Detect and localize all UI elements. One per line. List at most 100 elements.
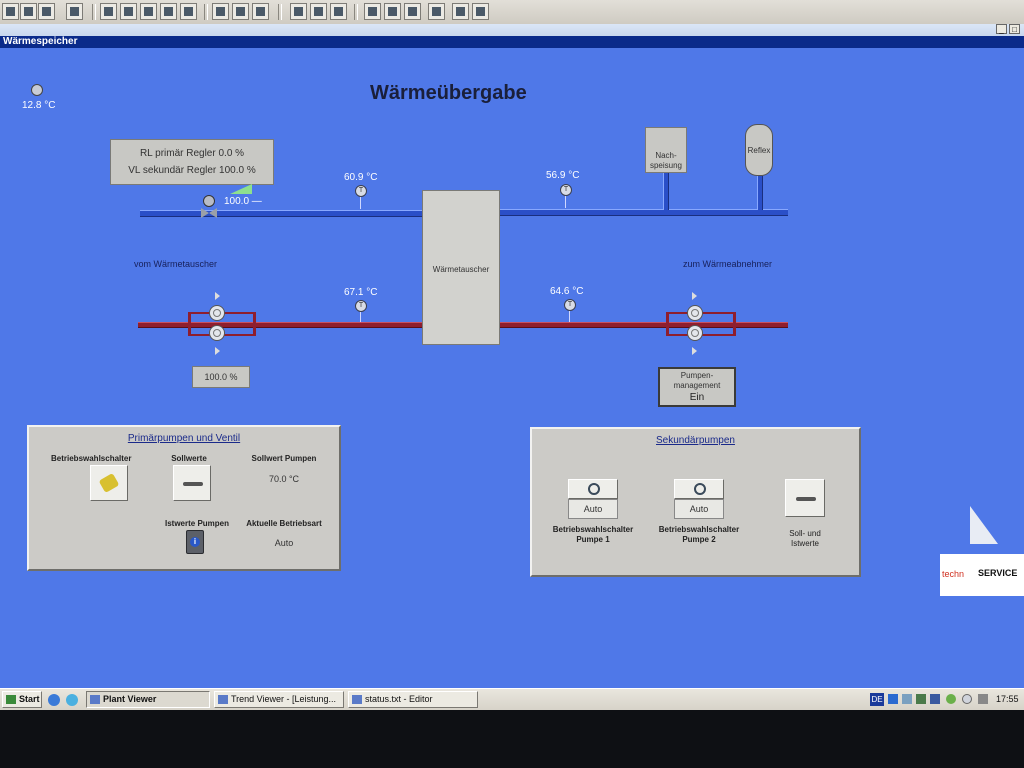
secondary-panel-title: Sekundärpumpen — [656, 435, 735, 446]
toolbar-button[interactable] — [310, 3, 327, 20]
minimize-button[interactable]: _ — [996, 24, 1007, 34]
thermometer-icon — [31, 84, 43, 96]
primary-pump-1-icon[interactable] — [209, 305, 225, 321]
maximize-button[interactable]: □ — [1009, 24, 1020, 34]
secondary-pump-2-icon[interactable] — [687, 325, 703, 341]
pump1-mode-value: Auto — [568, 499, 618, 519]
toolbar-button[interactable] — [160, 3, 177, 20]
start-label: Start — [19, 694, 40, 704]
return-pipe-left — [138, 322, 422, 328]
taskbar-item-label: Trend Viewer - [Leistung... — [231, 694, 337, 704]
main-toolbar — [0, 0, 1024, 25]
arrow-icon — [215, 347, 220, 355]
tray-icon[interactable] — [978, 694, 988, 704]
toolbar-button[interactable] — [428, 3, 445, 20]
sollwerte-button[interactable] — [173, 465, 211, 501]
ie-icon[interactable] — [48, 694, 60, 706]
start-button[interactable]: Start — [2, 691, 42, 708]
temp-primary-return: 67.1 °C — [344, 287, 378, 298]
toolbar-button[interactable] — [2, 3, 19, 20]
heat-exchanger-label: Wärmetauscher — [432, 265, 490, 274]
info-icon: i — [190, 537, 200, 547]
pumpen-mgmt-state: Ein — [689, 392, 705, 403]
toolbar-button[interactable] — [290, 3, 307, 20]
pump2-mode-button[interactable] — [674, 479, 724, 499]
tray-icon[interactable] — [902, 694, 912, 704]
thermometer-icon: T — [564, 299, 576, 311]
pumpen-mgmt-label: Pumpen- — [680, 371, 714, 380]
toolbar-button[interactable] — [140, 3, 157, 20]
to-label: zum Wärmeabnehmer — [683, 259, 773, 269]
pump1-mode-button[interactable] — [568, 479, 618, 499]
primary-pumps-panel: Primärpumpen und Ventil Betriebswahlscha… — [27, 425, 341, 571]
toolbar-button[interactable] — [472, 3, 489, 20]
rl-regler: RL primär Regler 0.0 % — [139, 148, 245, 159]
reflex-label: Reflex — [747, 146, 771, 155]
navigation-arrow-icon[interactable] — [970, 506, 998, 544]
toolbar-button[interactable] — [252, 3, 269, 20]
valve-actuator-icon[interactable] — [203, 195, 215, 207]
toolbar-button[interactable] — [212, 3, 229, 20]
arrow-icon — [692, 292, 697, 300]
pump1-label: Betriebswahlschalter — [552, 525, 634, 534]
toolbar-button[interactable] — [20, 3, 37, 20]
switch-icon — [98, 472, 120, 494]
thermometer-icon: T — [355, 300, 367, 312]
toolbar-button[interactable] — [452, 3, 469, 20]
toolbar-button[interactable] — [330, 3, 347, 20]
wrench-icon — [796, 497, 816, 501]
tray-icon[interactable] — [916, 694, 926, 704]
sollwerte-label: Sollwerte — [171, 454, 207, 463]
arrow-icon — [215, 292, 220, 300]
reflex-vessel[interactable]: Reflex — [745, 124, 773, 176]
language-indicator[interactable]: DE — [870, 693, 884, 706]
nachspeisung-tank[interactable]: Nach- speisung — [645, 127, 687, 173]
quicklaunch-icon[interactable] — [66, 694, 78, 706]
betriebsart-label: Aktuelle Betriebsart — [246, 519, 322, 528]
istwerte-label: Istwerte Pumpen — [164, 519, 229, 528]
thermometer-icon: T — [355, 185, 367, 197]
tray-icon[interactable] — [946, 694, 956, 704]
info-button[interactable]: i — [186, 530, 204, 554]
heat-exchanger[interactable]: Wärmetauscher — [422, 190, 500, 345]
pump2-label-2: Pumpe 2 — [682, 535, 716, 544]
valve-level-indicator — [230, 184, 252, 194]
wrench-icon — [183, 482, 203, 486]
soll-istwerte-button[interactable] — [785, 479, 825, 517]
toolbar-button[interactable] — [38, 3, 55, 20]
secondary-pump-1-icon[interactable] — [687, 305, 703, 321]
arrow-icon — [692, 347, 697, 355]
pump2-mode-value: Auto — [674, 499, 724, 519]
toolbar-button[interactable] — [180, 3, 197, 20]
nachspeisung-label: Nach- — [655, 151, 677, 160]
toolbar-button[interactable] — [232, 3, 249, 20]
toolbar-button[interactable] — [404, 3, 421, 20]
regler-box[interactable]: RL primär Regler 0.0 % VL sekundär Regle… — [110, 139, 274, 185]
taskbar-item-plant-viewer[interactable]: Plant Viewer — [86, 691, 210, 708]
operating-mode-button[interactable] — [90, 465, 128, 501]
monitor-bezel — [0, 710, 1024, 768]
pumpen-management-button[interactable]: Pumpen- management Ein — [658, 367, 736, 407]
rotate-icon — [694, 483, 706, 495]
taskbar-item-trend-viewer[interactable]: Trend Viewer - [Leistung... — [214, 691, 344, 708]
secondary-pumps-panel: Sekundärpumpen Auto Betriebswahlschalter… — [530, 427, 861, 577]
primary-pump-2-icon[interactable] — [209, 325, 225, 341]
toolbar-button[interactable] — [364, 3, 381, 20]
valve-icon — [201, 208, 209, 218]
outside-temperature: 12.8 °C — [22, 100, 56, 111]
thermometer-icon: T — [560, 184, 572, 196]
taskbar-item-label: status.txt - Editor — [365, 694, 433, 704]
valve-icon-right — [209, 208, 217, 218]
toolbar-button[interactable] — [120, 3, 137, 20]
toolbar-button[interactable] — [384, 3, 401, 20]
toolbar-button[interactable] — [100, 3, 117, 20]
tray-icon[interactable] — [930, 694, 940, 704]
tray-icon[interactable] — [888, 694, 898, 704]
toolbar-button[interactable] — [66, 3, 83, 20]
window-title-bar: Wärmespeicher — [0, 36, 1024, 48]
temp-secondary-return: 64.6 °C — [550, 286, 584, 297]
clock-icon — [962, 694, 972, 704]
temp-secondary-supply: 56.9 °C — [546, 170, 580, 181]
taskbar-item-editor[interactable]: status.txt - Editor — [348, 691, 478, 708]
pump2-label: Betriebswahlschalter — [658, 525, 740, 534]
